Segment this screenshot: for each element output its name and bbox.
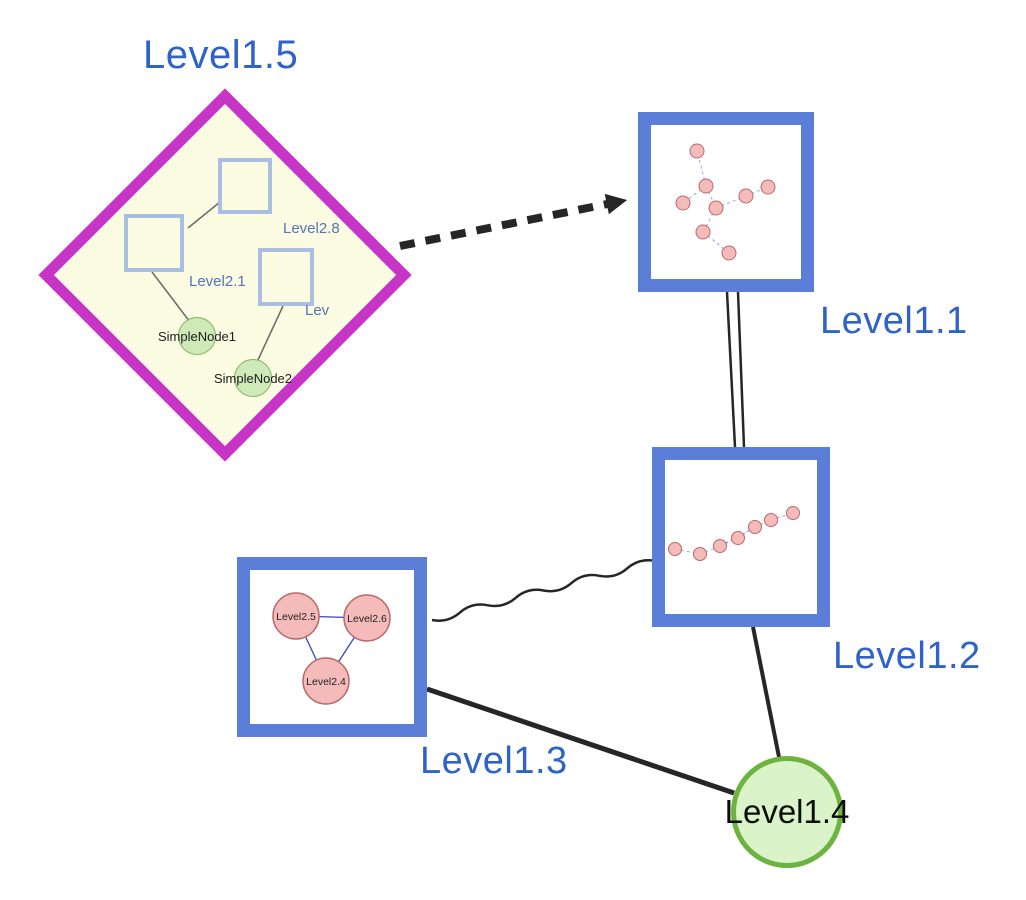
level12-mini-graph (668, 506, 800, 561)
level11-mini-graph (675, 143, 776, 261)
label-lev: Lev (305, 302, 330, 319)
label-simplenode2: SimpleNode2 (213, 371, 293, 386)
node-level24-circle[interactable] (302, 657, 350, 705)
label-simplenode1: SimpleNode1 (157, 329, 237, 344)
label-level14: Level1.4 (724, 793, 850, 830)
node-level11-box[interactable] (638, 112, 814, 292)
node-lev-square[interactable] (258, 248, 314, 306)
node-level28-square[interactable] (218, 158, 272, 214)
node-level12-box[interactable] (652, 447, 830, 627)
level13-mini-graph: Level2.5 Level2.6 Level2.4 (272, 592, 391, 705)
level12-mini-nodes[interactable] (668, 506, 800, 561)
level13-mini-labels: Level2.5 Level2.6 Level2.4 (276, 611, 387, 688)
label-level24: Level2.4 (306, 676, 346, 688)
edge-level13-level12-wavy[interactable] (431, 559, 656, 622)
label-level13: Level1.3 (420, 740, 568, 782)
node-level14-circle[interactable] (731, 756, 843, 868)
level11-mini-edges (682, 150, 769, 254)
level11-mini-nodes[interactable] (675, 143, 776, 261)
edge-level15-level11-dashed-arrow[interactable] (399, 193, 628, 250)
node-level21-square[interactable] (124, 214, 184, 272)
node-level13-box[interactable]: Level2.5 Level2.6 Level2.4 (237, 557, 427, 737)
node-level25-circle[interactable] (272, 592, 320, 640)
label-level15: Level1.5 (143, 33, 299, 77)
node-simplenode2-circle[interactable] (234, 359, 272, 397)
label-level26: Level2.6 (347, 613, 387, 625)
label-level28: Level2.8 (283, 220, 340, 237)
label-level11: Level1.1 (820, 300, 968, 342)
edge-level12-level14[interactable] (751, 626, 781, 758)
label-level21: Level2.1 (189, 273, 246, 290)
node-simplenode1-circle[interactable] (178, 317, 216, 355)
label-level12: Level1.2 (833, 635, 981, 677)
node-level26-circle[interactable] (343, 594, 391, 642)
edge-level11-level12-double[interactable] (725, 291, 746, 448)
label-level25: Level2.5 (276, 611, 316, 623)
level13-mini-nodes[interactable] (272, 592, 391, 705)
